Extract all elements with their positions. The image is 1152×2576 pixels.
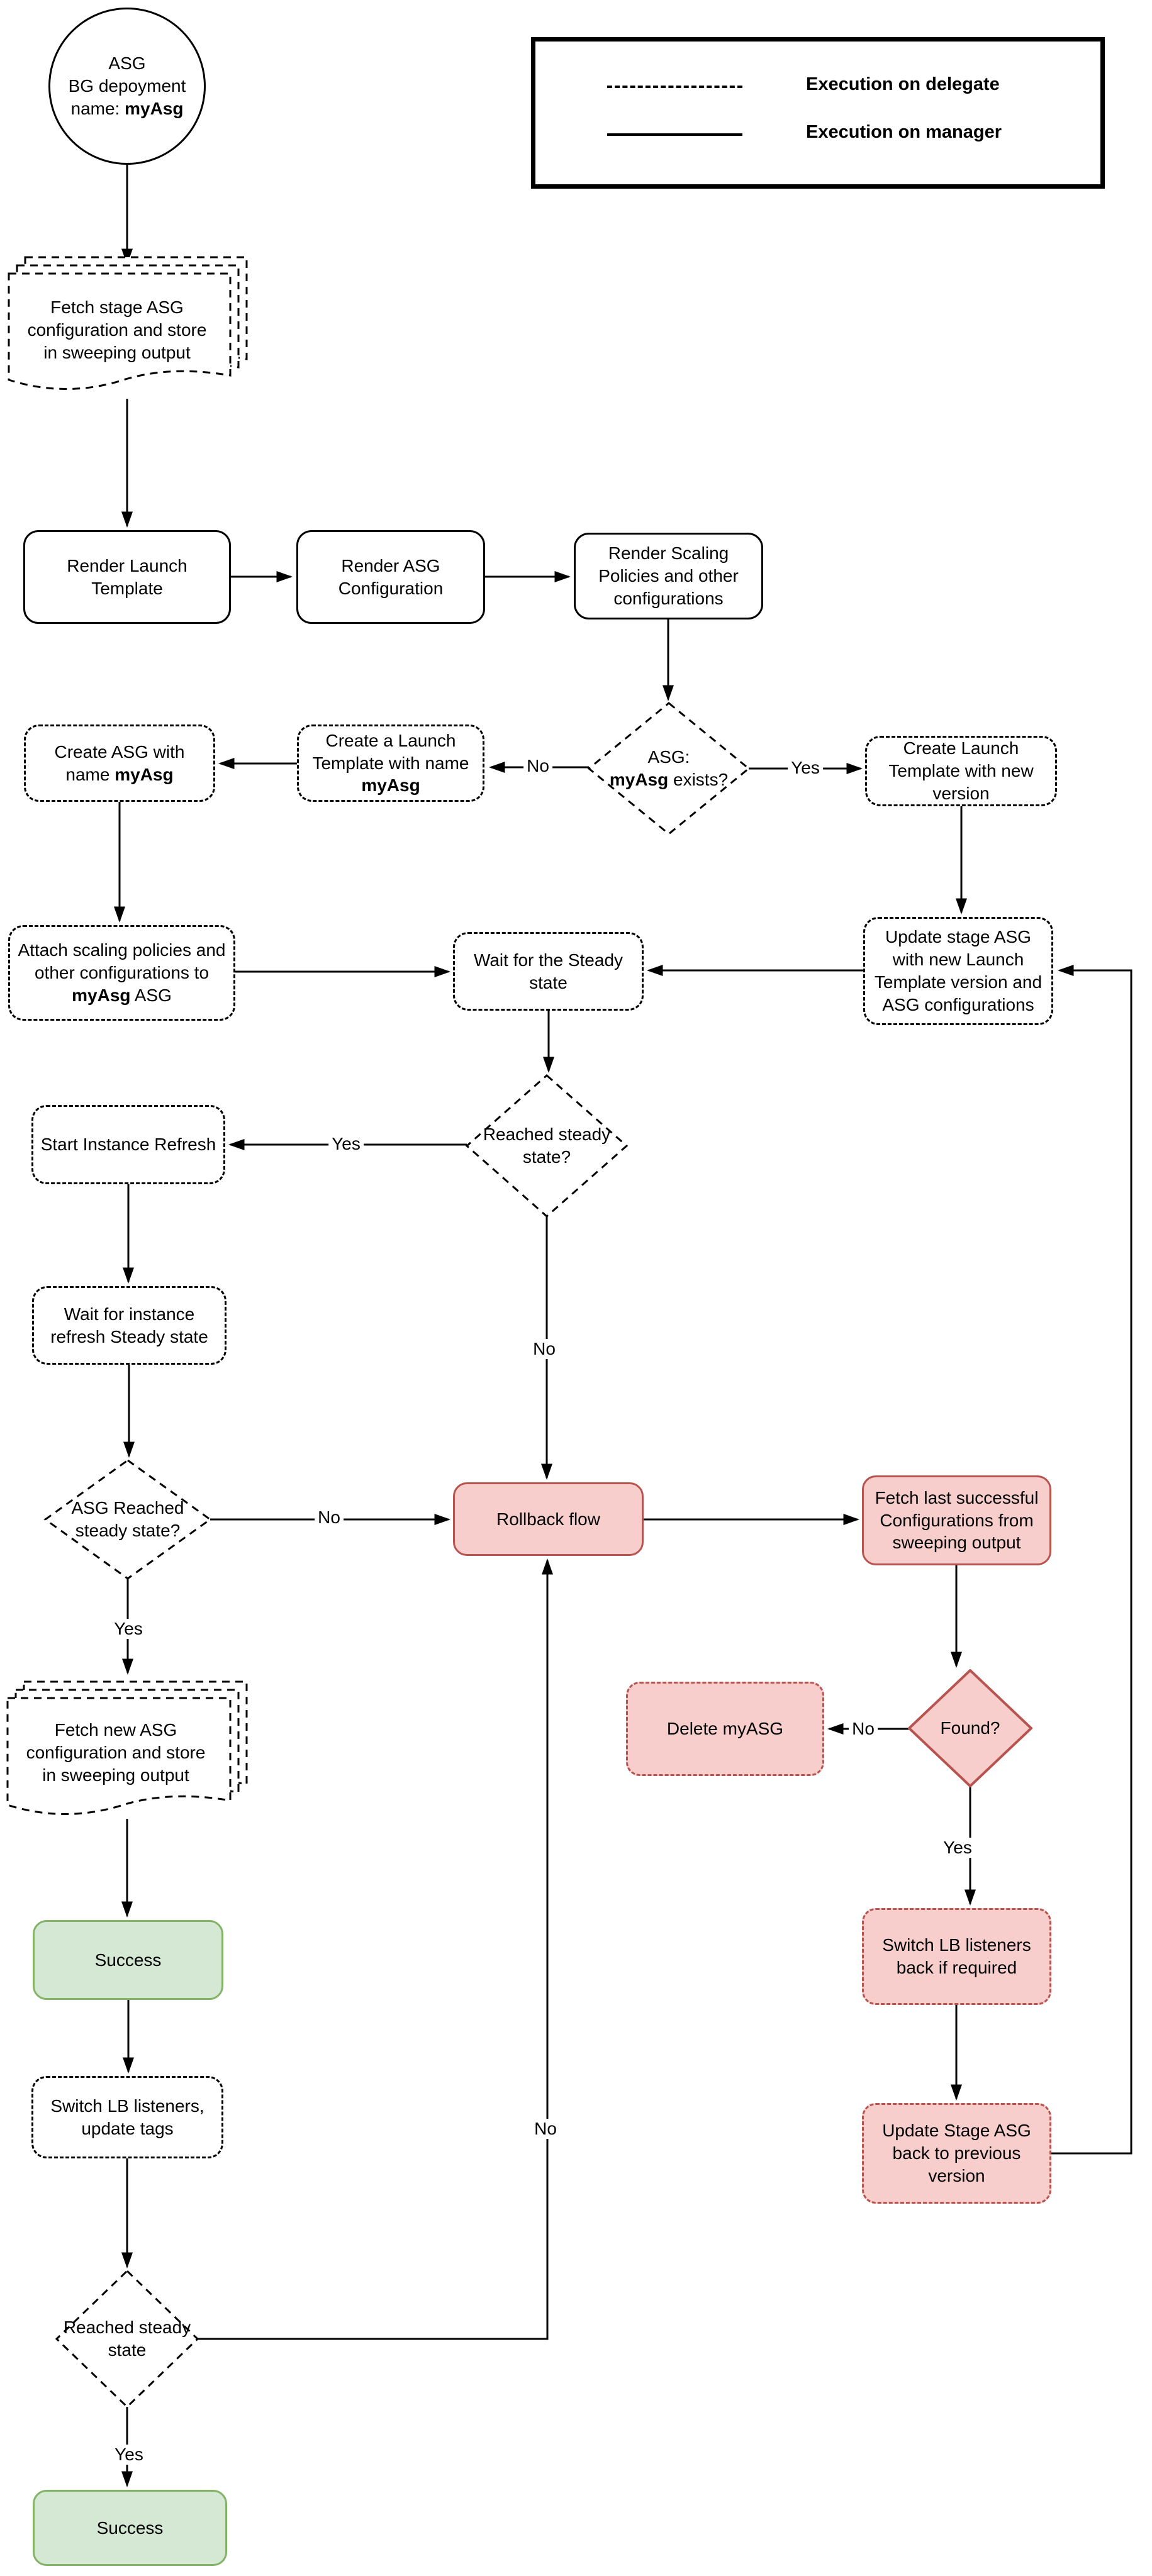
node-create-launch-template-new-version: Create Launch Template with new version xyxy=(865,736,1057,806)
node-fetch-stage-config: Fetch stage ASG configuration and store … xyxy=(27,297,207,362)
node-fetch-last-successful: Fetch last successful Configurations fro… xyxy=(862,1475,1051,1565)
node-create-a-launch-template: Create a Launch Template with name myAsg xyxy=(297,724,484,802)
node-render-scaling-policies: Render Scaling Policies and other config… xyxy=(574,533,763,619)
edge-label-yes: Yes xyxy=(111,2445,147,2465)
node-switch-lb-listeners-back: Switch LB listeners back if required xyxy=(862,1908,1051,2005)
edge-label-no: No xyxy=(315,1507,344,1528)
node-render-launch-template: Render Launch Template xyxy=(23,530,231,624)
edge-label-no: No xyxy=(849,1719,878,1739)
edge-label-yes: Yes xyxy=(788,758,823,778)
node-wait-instance-refresh: Wait for instance refresh Steady state xyxy=(32,1286,226,1365)
node-reached-steady-state-2: Reached steady state xyxy=(63,2318,191,2360)
node-success-1: Success xyxy=(33,1920,223,2000)
node-fetch-new-config: Fetch new ASG configuration and store in… xyxy=(26,1720,206,1785)
fetch-new-doc-front xyxy=(6,1697,232,1815)
edge-label-yes: Yes xyxy=(111,1619,146,1639)
legend-manager-label: Execution on manager xyxy=(806,122,1002,142)
node-success-2: Success xyxy=(33,2490,227,2566)
found-diamond-shape xyxy=(908,1669,1032,1787)
reached2-diamond-shape xyxy=(55,2269,199,2409)
legend: Execution on delegate Execution on manag… xyxy=(531,37,1105,189)
node-asg-reached-steady-state: ASG Reached steady state? xyxy=(71,1498,184,1540)
node-rollback-flow: Rollback flow xyxy=(453,1482,644,1556)
asg-exists-diamond-shape xyxy=(587,702,751,835)
edge-label-no: No xyxy=(530,1339,559,1359)
node-wait-for-steady-state: Wait for the Steady state xyxy=(453,932,644,1011)
legend-delegate-label: Execution on delegate xyxy=(806,74,1000,94)
node-asg-exists-decision: ASG: myAsg exists? xyxy=(609,747,729,789)
legend-solid-line-swatch xyxy=(607,133,742,136)
edge-label-no: No xyxy=(523,756,552,776)
edge-reached2-no-to-rollback xyxy=(198,1558,553,2340)
node-create-asg: Create ASG with name myAsg xyxy=(24,724,215,802)
reached1-diamond-shape xyxy=(465,1074,629,1218)
edge-label-yes: Yes xyxy=(940,1838,975,1858)
edge-update-back-to-update-stage xyxy=(1051,965,1132,2155)
legend-dashed-line-swatch xyxy=(607,86,742,88)
node-start-instance-refresh: Start Instance Refresh xyxy=(31,1105,225,1184)
fetch-stage-doc-front xyxy=(8,272,232,390)
node-update-stage-asg-back: Update Stage ASG back to previous versio… xyxy=(862,2103,1051,2204)
node-update-stage-asg: Update stage ASG with new Launch Templat… xyxy=(863,917,1053,1025)
asg-reached-diamond-shape xyxy=(43,1459,212,1580)
edge-label-yes: Yes xyxy=(328,1134,364,1154)
node-render-asg-configuration: Render ASG Configuration xyxy=(296,530,485,624)
node-reached-steady-state-1: Reached steady state? xyxy=(483,1124,611,1167)
edge-label-no: No xyxy=(531,2119,560,2139)
node-text: ASG BG depoyment name: myAsg xyxy=(68,53,186,118)
node-delete-myasg: Delete myASG xyxy=(626,1682,824,1776)
node-found-decision: Found? xyxy=(940,1718,1000,1738)
node-switch-lb-listeners: Switch LB listeners, update tags xyxy=(31,2076,223,2158)
node-start: ASG BG depoyment name: myAsg xyxy=(48,8,206,165)
node-attach-scaling-policies: Attach scaling policies and other config… xyxy=(8,925,235,1021)
